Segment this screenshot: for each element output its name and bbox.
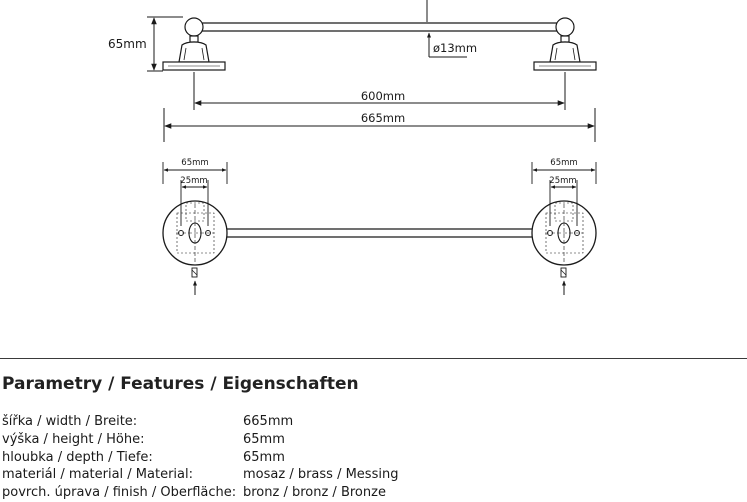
right-bracket-side [533,17,597,71]
technical-drawing: 65mm ø13mm 600mm 665mm [108,0,597,295]
spec-label: šířka / width / Breite: [2,414,138,429]
left-flange-label: 65mm [181,158,208,168]
left-hole-dimension [180,180,209,226]
left-hole-spacing-label: 25mm [180,176,207,186]
height-label: 65mm [108,37,147,51]
features-title: Parametry / Features / Eigenschaften [2,374,359,394]
spec-row-finish: povrch. úprava / finish / Oberfläche: br… [2,484,742,502]
spec-label: povrch. úprava / finish / Oberfläche: [2,485,237,501]
features-table: šířka / width / Breite: 665mm výška / he… [2,413,742,502]
right-flange-label: 65mm [550,158,577,168]
left-flange-top [162,200,228,295]
left-flange-dimension [162,162,228,184]
height-dimension [147,16,183,72]
spec-label: materiál / material / Material: [2,467,194,483]
right-flange-dimension [531,162,597,184]
spec-value: bronz / bronz / Bronze [243,485,386,501]
spec-row-material: materiál / material / Material: mosaz / … [2,466,742,484]
spec-row-height: výška / height / Höhe: 65mm [2,431,742,449]
spec-value: 65mm [243,431,285,447]
left-bracket-side [162,17,226,71]
diameter-label: ø13mm [433,41,477,55]
towel-bar-top [227,228,533,238]
right-flange-top [531,200,597,295]
inner-width-dimension [193,72,566,110]
spec-label: výška / height / Höhe: [2,431,145,447]
spec-label: hloubka / depth / Tiefe: [2,449,153,465]
overall-width-dimension [163,108,596,142]
section-divider [0,358,747,359]
inner-width-label: 600mm [361,89,405,103]
towel-bar-side [198,22,560,32]
diameter-leader [427,32,467,58]
spec-value: 65mm [243,449,285,465]
right-hole-dimension [549,180,578,226]
right-hole-spacing-label: 25mm [549,176,576,186]
overall-width-label: 665mm [361,111,405,125]
spec-row-width: šířka / width / Breite: 665mm [2,413,742,431]
side-view [147,0,597,142]
top-view [162,162,597,295]
spec-value: mosaz / brass / Messing [243,467,399,483]
spec-row-depth: hloubka / depth / Tiefe: 65mm [2,449,742,467]
spec-value: 665mm [243,414,294,429]
